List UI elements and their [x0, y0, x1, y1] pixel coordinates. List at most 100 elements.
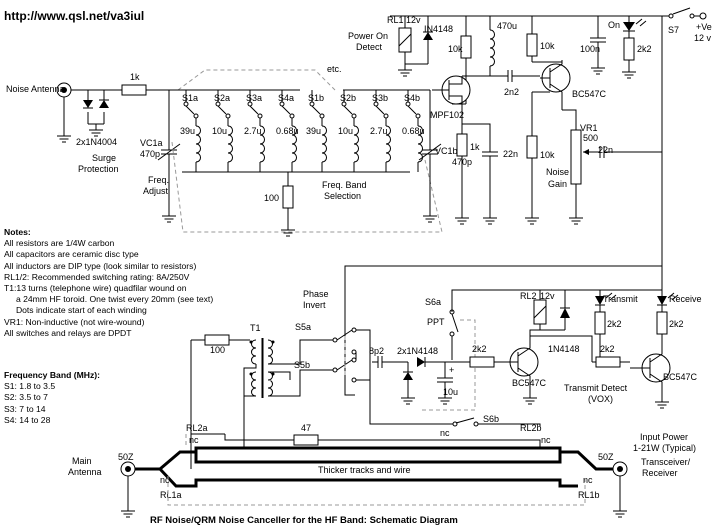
inductor-b2 [385, 125, 391, 163]
inductor-value: 0.68u [276, 126, 299, 136]
a-switch-s1a[interactable] [183, 101, 199, 119]
ppt-label: PPT [427, 317, 445, 327]
a-switch-s3a[interactable] [247, 101, 263, 119]
transmit-label: Transmit [603, 294, 638, 304]
noise-antenna-label: Noise Antenna [6, 84, 65, 94]
resistor-2k2-on [623, 37, 635, 61]
b-switch-label: S1b [308, 93, 324, 103]
c100n-label: 100n [580, 44, 600, 54]
led-on-icon [623, 22, 635, 31]
vr1-value: 500 [583, 133, 598, 143]
rl2b-label: RL2b [520, 423, 542, 433]
inductor-a3 [291, 125, 297, 163]
s5b-label: S5b [294, 360, 310, 370]
rl1-label: RL1 [387, 15, 404, 25]
led-transmit-icon [595, 296, 605, 305]
inductor-value: 10u [338, 126, 353, 136]
inductor-value: 2.7u [244, 126, 262, 136]
a-switch-s4a[interactable] [279, 101, 295, 119]
diode-icon [423, 32, 433, 40]
resistor-100-mid [282, 185, 294, 209]
resistor-2k2-b [595, 356, 621, 368]
s6b-nc: nc [440, 428, 450, 438]
a-switch-label: S2a [214, 93, 230, 103]
resistor-1k-input [121, 84, 147, 96]
bands-heading: Frequency Band (MHz): [4, 370, 100, 380]
vr1-name: VR1 [580, 123, 598, 133]
inductor-value: 10u [212, 126, 227, 136]
resistor-2k2-tx [594, 311, 606, 335]
rl1b-nc: nc [583, 475, 593, 485]
c8p2-label: 8p2 [369, 346, 384, 356]
pwr-1: Input Power [640, 432, 688, 442]
note-line: Dots indicate start of each winding [4, 305, 147, 316]
b-switch-label: S4b [404, 93, 420, 103]
b-switch-s1b[interactable] [309, 101, 325, 119]
thick-label: Thicker tracks and wire [318, 465, 411, 475]
a-switch-label: S4a [278, 93, 294, 103]
note-line: All inductors are DIP type (look similar… [4, 260, 197, 271]
b-switch-s3b[interactable] [373, 101, 389, 119]
footer-title: RF Noise/QRM Noise Canceller for the HF … [150, 515, 458, 526]
bjt-vox1-label: BC547C [512, 378, 547, 388]
r2k2-tx: 2k2 [607, 319, 622, 329]
inductor-value: 39u [180, 126, 195, 136]
supply-label: +Ve [696, 22, 712, 32]
r100-t1: 100 [210, 345, 225, 355]
b-switch-s2b[interactable] [341, 101, 357, 119]
z50-left: 50Z [118, 452, 134, 462]
rl1-volt: 12v [406, 15, 421, 25]
notes-heading: Notes: [4, 227, 31, 237]
note-line: All resistors are 1/4W carbon [4, 238, 115, 249]
s6a-switch[interactable] [449, 309, 459, 337]
r10k-a: 10k [448, 44, 463, 54]
inductor-470u [489, 29, 495, 67]
plus-icon: + [449, 365, 454, 375]
vr1-label2: Gain [548, 179, 567, 189]
surge-label-2: Protection [78, 164, 119, 174]
supply-terminal[interactable] [699, 12, 707, 20]
inductor-b1 [353, 125, 359, 163]
note-line: All capacitors are ceramic disc type [4, 249, 139, 260]
note-line: a 24mm HF toroid. One twist every 20mm (… [4, 294, 214, 305]
bjt-amp-label: BC547C [572, 89, 607, 99]
c10u-label: 10u [443, 387, 458, 397]
l470-label: 470u [497, 21, 517, 31]
note-line: RL1/2: Recommended switching rating: 8A/… [4, 271, 190, 282]
resistor-2k2-base [469, 356, 495, 368]
rl2-volt: 12v [540, 291, 555, 301]
vox-detect1: Transmit Detect [564, 383, 628, 393]
rl1-detect2: Detect [356, 42, 383, 52]
b-switch-s4b[interactable] [405, 101, 421, 119]
t1-winding-c [267, 339, 273, 365]
tx-1: Transceiver/ [641, 457, 691, 467]
r10k-b: 10k [540, 41, 555, 51]
phase-label-2: Invert [303, 300, 326, 310]
r1k-input: 1k [130, 72, 140, 82]
s7-switch[interactable] [668, 7, 695, 19]
band-line: S2: 3.5 to 7 [4, 392, 48, 403]
supply-voltage: 12 v [694, 33, 712, 43]
fet-label: MPF102 [430, 110, 464, 120]
s6b-switch[interactable] [452, 417, 479, 427]
t1-label: T1 [250, 323, 261, 333]
t1-winding-d [267, 371, 273, 397]
r10k-c: 10k [540, 150, 555, 160]
freq-sel-1: Freq. Band [322, 180, 367, 190]
r100-mid: 100 [264, 193, 279, 203]
band-line: S3: 7 to 14 [4, 403, 46, 414]
resistor-10k-a [460, 35, 472, 59]
t1-winding-a [251, 339, 257, 365]
rl1-detect1: Power On [348, 31, 388, 41]
c2n2-label: 2n2 [504, 87, 519, 97]
ground-icon [397, 63, 413, 77]
led-receive-icon [657, 296, 667, 305]
header-url: http://www.qsl.net/va3iul [4, 9, 144, 23]
a-switch-s2a[interactable] [215, 101, 231, 119]
resistor-1k-src [456, 133, 468, 157]
note-line: All switches and relays are DPDT [4, 327, 132, 338]
vr1-pot[interactable] [570, 129, 582, 185]
